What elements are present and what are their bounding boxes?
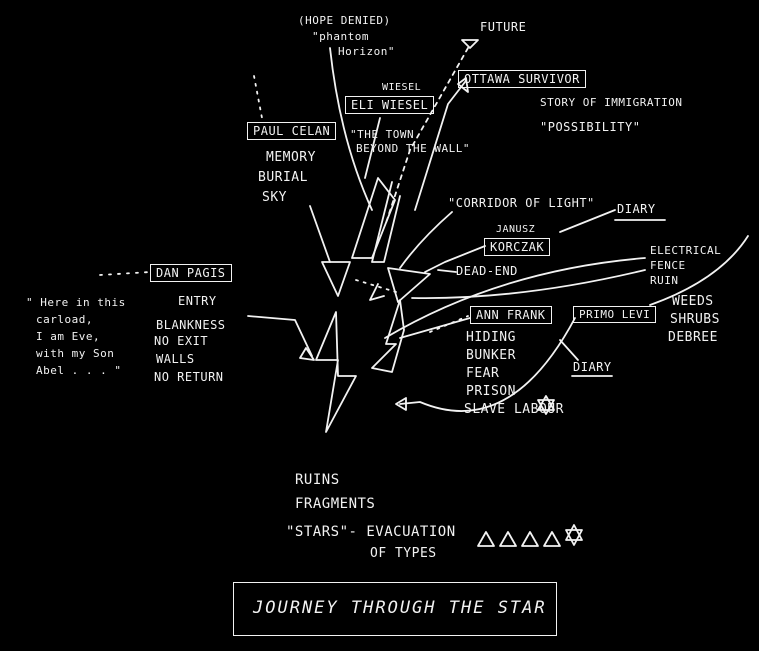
title-frame xyxy=(233,582,557,636)
sketch-title: JOURNEY THROUGH THE STAR xyxy=(253,598,547,618)
pagis-box: DAN PAGIS xyxy=(150,264,232,282)
shard-center xyxy=(369,283,385,301)
pagis-item-no-exit: NO EXIT xyxy=(154,334,209,348)
future-label: FUTURE xyxy=(480,20,527,34)
weeds-item-shrubs: SHRUBS xyxy=(670,312,720,327)
frank-box: ANN FRANK xyxy=(470,306,552,324)
fence-line1: ELECTRICAL xyxy=(650,244,722,257)
fence-line2: FENCE xyxy=(650,259,686,272)
celan-box: PAUL CELAN xyxy=(247,122,337,140)
celan-item-memory: MEMORY xyxy=(266,150,316,165)
shard-lower-left xyxy=(315,311,357,433)
line-ottawa xyxy=(414,81,466,211)
triangle-3 xyxy=(521,531,539,547)
line-fence-2 xyxy=(411,269,646,300)
fence-line3: RUIN xyxy=(650,274,679,287)
bottom-fragments: FRAGMENTS xyxy=(295,496,376,512)
frank-item-hiding: HIDING xyxy=(466,330,516,345)
korczak-small: JANUSZ xyxy=(496,224,536,235)
wiesel-small: WIESEL xyxy=(382,82,422,93)
line-frank xyxy=(399,317,471,339)
line-celan-dots xyxy=(253,75,263,119)
arrow-ottawa xyxy=(457,77,469,93)
korczak-box: KORCZAK xyxy=(484,238,551,256)
diary-top-label: DIARY xyxy=(617,202,656,216)
quote-left-line4: with my Son xyxy=(36,347,115,360)
pagis-item-walls: WALLS xyxy=(156,352,195,366)
celan-item-burial: BURIAL xyxy=(258,170,308,185)
pagis-entry: ENTRY xyxy=(178,294,217,308)
shard-upper-right xyxy=(371,181,401,263)
shard-triangle-left xyxy=(321,261,351,297)
shard-triangle-right xyxy=(387,267,431,303)
line-diary-top xyxy=(559,209,616,233)
bottom-ruins: RUINS xyxy=(295,472,340,488)
line-celan xyxy=(309,205,331,263)
frank-item-prison: PRISON xyxy=(466,384,516,399)
arrow-future xyxy=(461,39,479,49)
pagis-item-blankness: BLANKNESS xyxy=(156,318,226,332)
frank-diary: DIARY xyxy=(573,360,612,374)
quote-left-line5: Abel . . . " xyxy=(36,364,122,377)
line-korczak xyxy=(424,245,486,273)
arrow-pagis xyxy=(299,347,315,361)
pagis-item-no-return: NO RETURN xyxy=(154,370,224,384)
bottom-stars-line2: OF TYPES xyxy=(370,546,437,561)
weeds-item-debree: DEBREE xyxy=(668,330,718,345)
small-star xyxy=(537,395,555,415)
top-note-line1: (HOPE DENIED) xyxy=(298,14,391,27)
line-future xyxy=(384,47,469,227)
line-levi xyxy=(399,317,576,412)
wiesel-box: ELI WIESEL xyxy=(345,96,435,114)
line-wiesel xyxy=(364,117,381,179)
wiesel-quote1: "THE TOWN xyxy=(350,128,415,141)
quote-left-line3: I am Eve, xyxy=(36,330,101,343)
celan-item-sky: SKY xyxy=(262,190,287,205)
line-center-dots xyxy=(355,279,397,293)
triangle-4 xyxy=(543,531,561,547)
triangle-1 xyxy=(477,531,495,547)
corridor-label: "CORRIDOR OF LIGHT" xyxy=(448,196,595,210)
line-diary-bottom xyxy=(559,339,579,361)
weeds-item-weeds: WEEDS xyxy=(672,294,714,309)
line-pagis xyxy=(247,315,313,357)
top-note-line3: Horizon" xyxy=(338,45,395,58)
ottawa-note1: STORY OF IMMIGRATION xyxy=(540,96,683,109)
frank-item-slave-labour: SLAVE LABOUR xyxy=(464,402,564,417)
arrow-levi xyxy=(395,397,407,411)
line-fence xyxy=(384,257,646,339)
frank-item-fear: FEAR xyxy=(466,366,500,381)
line-weeds xyxy=(649,235,749,306)
line-top-note xyxy=(329,47,373,211)
top-note-line2: "phantom xyxy=(312,30,369,43)
line-corridor xyxy=(399,211,453,269)
quote-left-line2: carload, xyxy=(36,313,93,326)
ottawa-box: OTTAWA SURVIVOR xyxy=(458,70,586,88)
line-pagis-dots xyxy=(99,271,151,276)
bottom-stars-line1: "STARS"- EVACUATION xyxy=(286,524,456,540)
line-right-dots xyxy=(429,315,469,333)
levi-box: PRIMO LEVI xyxy=(573,306,657,323)
triangle-2 xyxy=(499,531,517,547)
frank-item-bunker: BUNKER xyxy=(466,348,516,363)
dead-end-label: DEAD-END xyxy=(456,264,518,278)
wiesel-quote2: BEYOND THE WALL" xyxy=(356,142,470,155)
ottawa-note2: "POSSIBILITY" xyxy=(540,120,641,134)
shard-lower-right xyxy=(371,299,405,373)
star-of-david-b xyxy=(565,524,583,541)
star-of-david-a xyxy=(565,529,583,546)
line-dead-end xyxy=(437,269,457,273)
quote-left-line1: " Here in this xyxy=(26,296,126,309)
